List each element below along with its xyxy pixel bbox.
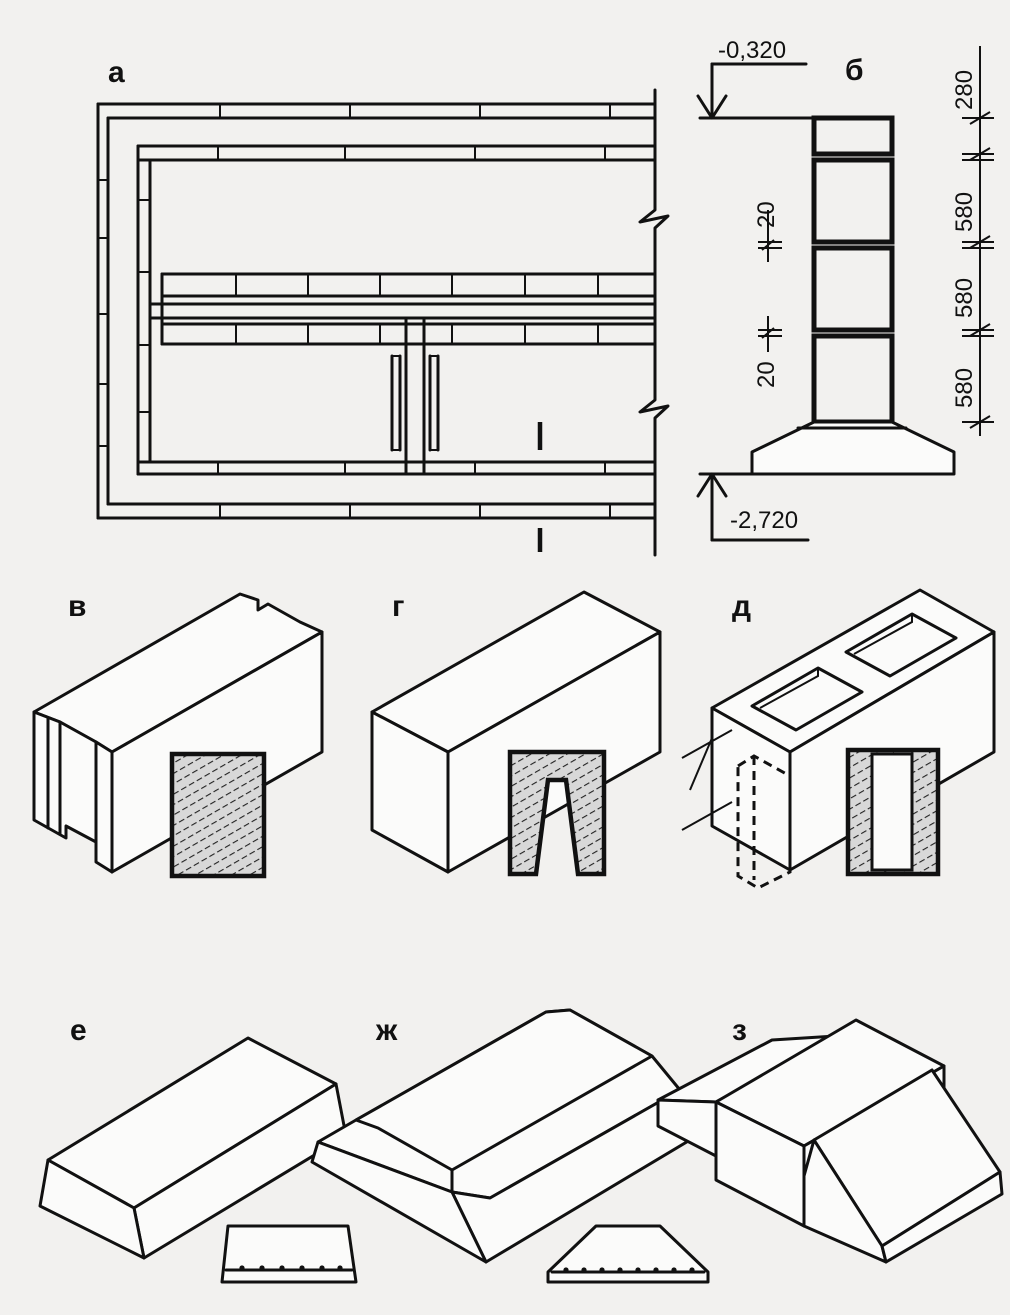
panel-v-solid-block: в [32,590,324,879]
panel-b-label: б [845,54,864,87]
panel-d-label: д [732,590,751,623]
panel-b-section: б -0,320 -2,720 20 20 [696,37,994,542]
elevation-bottom: -2,720 [730,507,798,534]
dim-580-top: 580 [951,192,978,232]
panel-e-label: е [70,1014,87,1047]
dim-580-bottom: 580 [951,368,978,408]
gap-lower: 20 [753,361,780,388]
dim-580-middle: 580 [951,278,978,318]
panel-v-label: в [68,590,86,623]
elevation-top: -0,320 [718,37,786,64]
panel-e-footing-block: е [38,1014,358,1284]
dim-280: 280 [951,70,978,110]
panel-zh-tapered-footing: ж [310,1008,710,1284]
panel-g-label: г [392,590,405,623]
panel-z-corner-footing: з [656,1014,1004,1264]
gap-upper: 20 [753,201,780,228]
panel-g-trough-block: г [370,590,662,877]
panel-z-label: з [732,1014,747,1047]
panel-zh-label: ж [375,1014,398,1047]
panel-a-label: а [108,56,125,89]
panel-a-plan: а [96,56,670,557]
panel-d-hollow-block: д [681,588,996,890]
